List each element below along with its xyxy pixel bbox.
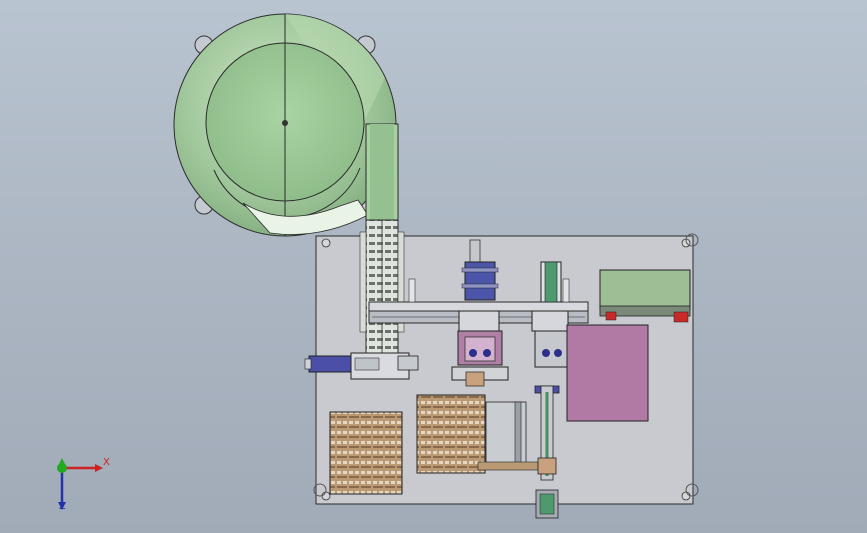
control-panel-box[interactable] — [566, 324, 649, 422]
tray-right[interactable] — [416, 394, 486, 474]
triad-arrows-icon — [57, 458, 103, 510]
left-actuator-motor[interactable] — [451, 239, 509, 387]
coordinate-triad: X Z — [42, 450, 122, 520]
z-axis-label: Z — [59, 501, 66, 512]
tray-lift-mechanism[interactable] — [477, 385, 559, 519]
tray-left[interactable] — [329, 411, 403, 495]
vibratory-bowl-feeder[interactable] — [173, 13, 397, 237]
cover-box[interactable] — [599, 269, 691, 323]
linear-feeder-chute[interactable] — [359, 123, 405, 356]
pusher-cylinder[interactable] — [304, 352, 419, 380]
x-axis-label: X — [103, 457, 110, 468]
